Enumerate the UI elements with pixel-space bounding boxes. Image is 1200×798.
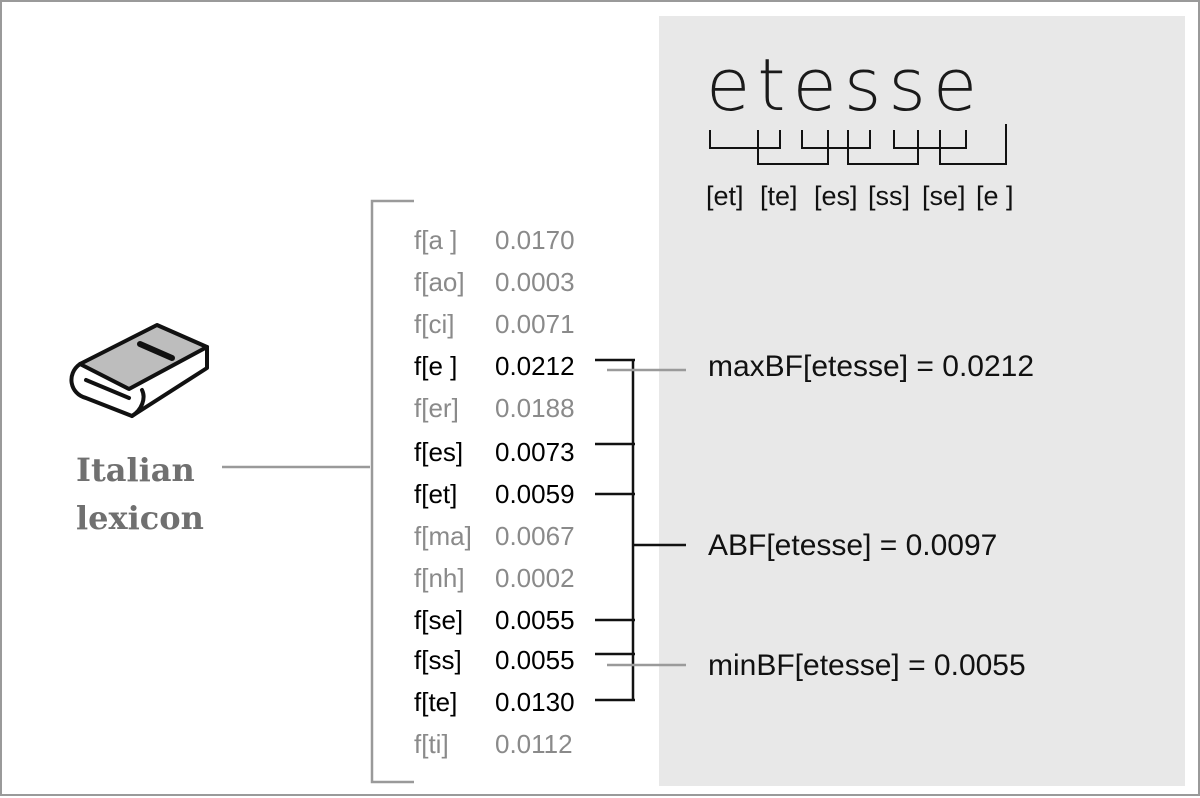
bigram-code: f[ss] — [414, 645, 462, 675]
bigram-frequency: 0.0188 — [495, 393, 575, 423]
bigram-code: f[e ] — [414, 351, 458, 381]
bigram-code: f[ma] — [414, 521, 472, 551]
segmentation-brackets — [709, 124, 1007, 165]
bigram-frequency: 0.0130 — [495, 687, 575, 717]
bigram-code: f[ao] — [414, 267, 465, 297]
bigram-frequency: 0.0067 — [495, 521, 575, 551]
bigram-code: f[a ] — [414, 225, 458, 255]
bigram-label: [te] — [760, 181, 798, 211]
bigram-frequency: 0.0112 — [495, 729, 573, 759]
bigram-code: f[es] — [414, 437, 464, 467]
bigram-label: [es] — [814, 181, 858, 211]
book-icon — [69, 323, 209, 418]
average-bigram-frequency: ABF[etesse] = 0.0097 — [708, 529, 998, 562]
bigram-frequency: 0.0170 — [495, 225, 575, 255]
bigram-frequency: 0.0002 — [495, 563, 575, 593]
min-bigram-frequency: minBF[etesse] = 0.0055 — [708, 649, 1026, 682]
bigram-frequency: 0.0212 — [495, 351, 575, 381]
bigram-frequency: 0.0055 — [495, 605, 575, 635]
bigram-frequency: 0.0003 — [495, 267, 575, 297]
bigram-code: f[ti] — [414, 729, 449, 759]
lexicon-label: Italian lexicon — [76, 451, 204, 537]
aggregation-bracket — [595, 358, 686, 702]
bigram-code: f[te] — [414, 687, 458, 717]
bigram-frequency: 0.0071 — [495, 309, 575, 339]
bigram-label: [ss] — [868, 181, 911, 211]
bigram-code: f[er] — [414, 393, 459, 423]
bigram-frequency: 0.0059 — [495, 479, 575, 509]
bigram-label: [e ] — [976, 181, 1014, 211]
result-connectors — [607, 368, 686, 667]
bigram-code: f[se] — [414, 605, 464, 635]
bigram-code: f[nh] — [414, 563, 465, 593]
bigram-label: [et] — [706, 181, 744, 211]
computation-panel — [659, 16, 1185, 786]
target-word: etesse — [706, 43, 985, 127]
bigram-code: f[ci] — [414, 309, 455, 339]
bigram-code: f[et] — [414, 479, 458, 509]
bigram-label: [se] — [922, 181, 966, 211]
bigram-frequency: 0.0055 — [495, 645, 575, 675]
max-bigram-frequency: maxBF[etesse] = 0.0212 — [708, 350, 1035, 383]
bigram-frequency: 0.0073 — [495, 437, 575, 467]
